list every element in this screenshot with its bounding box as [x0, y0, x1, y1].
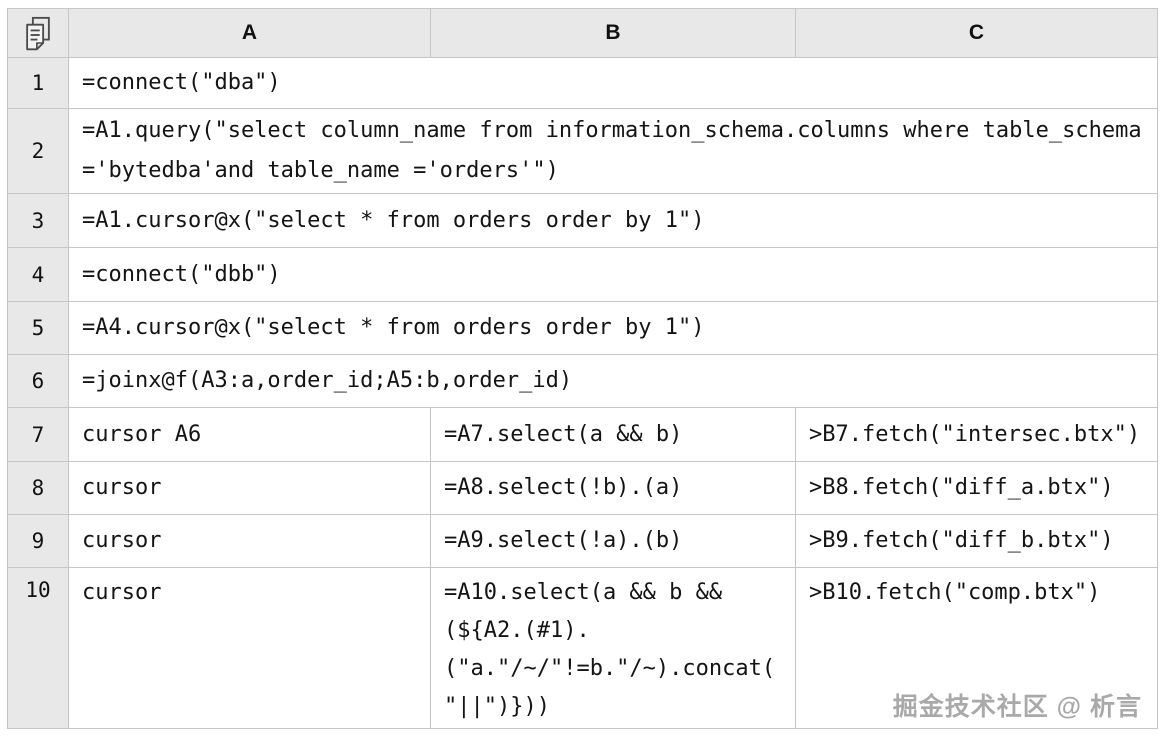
table-row: 1 =connect("dba"): [7, 57, 1158, 109]
cell-b10[interactable]: =A10.select(a && b && (${A2.(#1). ("a."/…: [430, 567, 796, 729]
row-header-8[interactable]: 8: [7, 461, 69, 515]
column-header-b[interactable]: B: [430, 8, 796, 58]
cell-a6[interactable]: =joinx@f(A3:a,order_id;A5:b,order_id): [68, 354, 1158, 408]
cell-a3[interactable]: =A1.cursor@x("select * from orders order…: [68, 193, 1158, 248]
cell-a10[interactable]: cursor: [68, 567, 431, 729]
cell-b7[interactable]: =A7.select(a && b): [430, 407, 796, 462]
spreadsheet: A B C 1 =connect("dba") 2 =A1.query("sel…: [7, 8, 1158, 729]
cell-c9[interactable]: >B9.fetch("diff_b.btx"): [795, 514, 1158, 568]
row-header-1[interactable]: 1: [7, 57, 69, 109]
table-row: 7 cursor A6 =A7.select(a && b) >B7.fetch…: [7, 407, 1158, 462]
column-header-c[interactable]: C: [795, 8, 1158, 58]
cell-a4[interactable]: =connect("dbb"): [68, 247, 1158, 302]
cell-a9[interactable]: cursor: [68, 514, 431, 568]
cell-a8[interactable]: cursor: [68, 461, 431, 515]
table-row: 6 =joinx@f(A3:a,order_id;A5:b,order_id): [7, 354, 1158, 408]
cell-a2[interactable]: =A1.query("select column_name from infor…: [68, 108, 1158, 194]
cell-a1[interactable]: =connect("dba"): [68, 57, 1158, 109]
copy-pages-icon: [9, 16, 67, 54]
table-row: 2 =A1.query("select column_name from inf…: [7, 108, 1158, 194]
select-all-corner[interactable]: [7, 8, 69, 58]
spl-grid: A B C 1 =connect("dba") 2 =A1.query("sel…: [7, 8, 1158, 729]
cell-c8[interactable]: >B8.fetch("diff_a.btx"): [795, 461, 1158, 515]
cell-a7[interactable]: cursor A6: [68, 407, 431, 462]
table-row: 9 cursor =A9.select(!a).(b) >B9.fetch("d…: [7, 514, 1158, 568]
table-row: 10 cursor =A10.select(a && b && (${A2.(#…: [7, 567, 1158, 729]
row-header-5[interactable]: 5: [7, 301, 69, 355]
cell-b8[interactable]: =A8.select(!b).(a): [430, 461, 796, 515]
cell-c7[interactable]: >B7.fetch("intersec.btx"): [795, 407, 1158, 462]
row-header-6[interactable]: 6: [7, 354, 69, 408]
row-header-7[interactable]: 7: [7, 407, 69, 462]
cell-b9[interactable]: =A9.select(!a).(b): [430, 514, 796, 568]
table-row: 4 =connect("dbb"): [7, 247, 1158, 302]
row-header-3[interactable]: 3: [7, 193, 69, 248]
watermark-text: 掘金技术社区 @ 析言: [892, 693, 1142, 721]
row-header-4[interactable]: 4: [7, 247, 69, 302]
table-row: 8 cursor =A8.select(!b).(a) >B8.fetch("d…: [7, 461, 1158, 515]
row-header-10[interactable]: 10: [7, 567, 69, 729]
column-header-a[interactable]: A: [68, 8, 431, 58]
table-row: 5 =A4.cursor@x("select * from orders ord…: [7, 301, 1158, 355]
cell-c10[interactable]: >B10.fetch("comp.btx"): [795, 567, 1158, 729]
row-header-9[interactable]: 9: [7, 514, 69, 568]
cell-a5[interactable]: =A4.cursor@x("select * from orders order…: [68, 301, 1158, 355]
row-header-2[interactable]: 2: [7, 108, 69, 194]
table-row: 3 =A1.cursor@x("select * from orders ord…: [7, 193, 1158, 248]
